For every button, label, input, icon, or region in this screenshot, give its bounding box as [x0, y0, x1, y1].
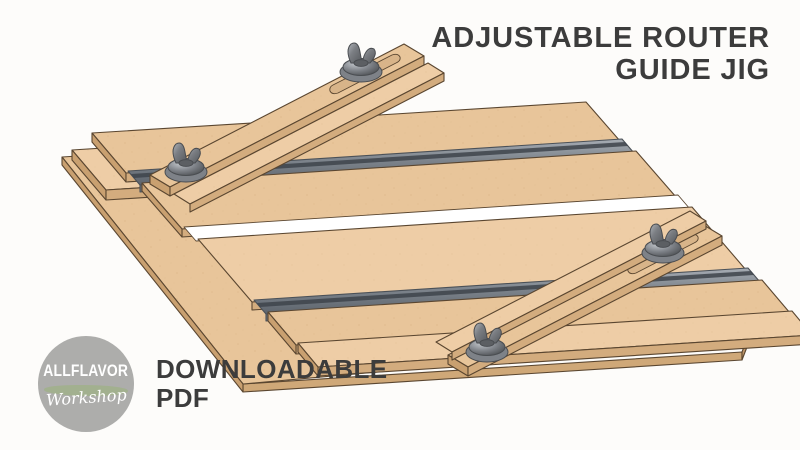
allflavor-workshop-logo: ALLFLAVOR Workshop — [38, 336, 134, 432]
outer-lip-right — [297, 310, 800, 377]
wing-nut-top-left — [164, 142, 208, 183]
promo-text: DOWNLOADABLE PDF — [156, 353, 388, 413]
title-line-2: GUIDE JIG — [615, 54, 770, 87]
crossbar-top — [149, 43, 445, 213]
logo-brush-stroke-icon — [44, 385, 128, 396]
promo-line-2: PDF — [156, 383, 210, 413]
wing-nut-bottom-right — [641, 223, 685, 264]
wing-nut-bottom-left — [465, 322, 509, 363]
promo-line-1: DOWNLOADABLE — [156, 353, 388, 384]
page-title: ADJUSTABLE ROUTER GUIDE JIG — [431, 22, 770, 87]
title-line-1: ADJUSTABLE ROUTER — [431, 22, 770, 54]
downloadable-promo: ALLFLAVOR Workshop DOWNLOADABLE PDF — [38, 336, 388, 432]
logo-brand-text: ALLFLAVOR — [43, 361, 129, 380]
wing-nut-top-right — [339, 42, 383, 83]
